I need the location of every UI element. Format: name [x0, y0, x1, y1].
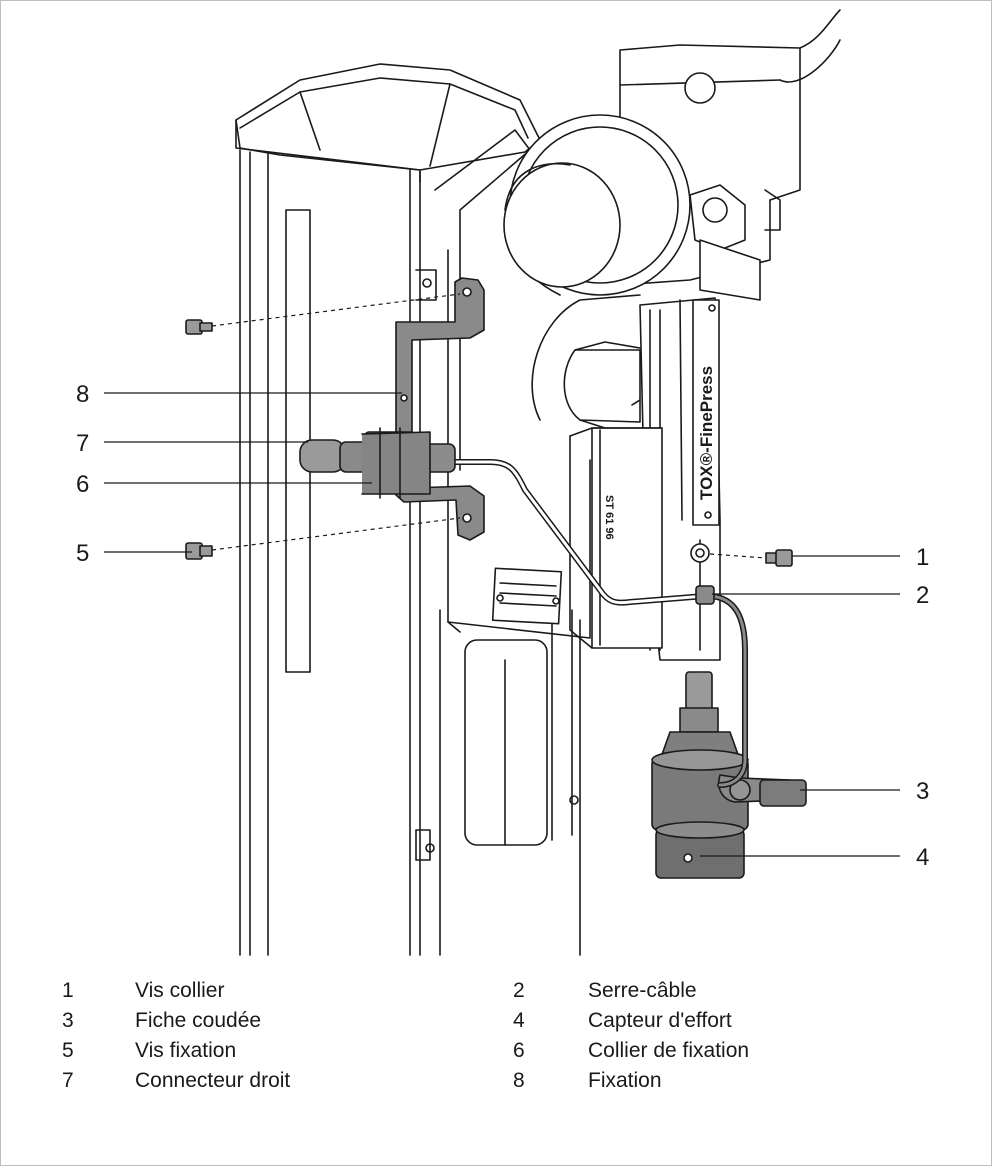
legend-label-2: Serre-câble	[588, 979, 697, 1002]
legend-num-7: 7	[62, 1069, 74, 1092]
legend-num-6: 6	[513, 1039, 525, 1062]
callout-8: 8	[76, 381, 89, 408]
legend-label-5: Vis fixation	[135, 1039, 237, 1062]
fine-press-unit	[569, 297, 721, 661]
callout-5: 5	[76, 540, 89, 567]
screw-left-top	[185, 319, 213, 335]
legend-label-3: Fiche coudée	[135, 1009, 262, 1032]
elbow-plug	[718, 774, 807, 807]
legend-num-4: 4	[513, 1009, 525, 1032]
legend-label-4: Capteur d'effort	[588, 1009, 732, 1032]
drive-dome	[503, 9, 841, 301]
legend-label-1: Vis collier	[135, 979, 225, 1002]
legend-label-8: Fixation	[588, 1069, 662, 1092]
legend-num-2: 2	[513, 979, 525, 1002]
device-label: TOX®-FinePress	[697, 366, 716, 500]
rear-marking: ST 61 96	[603, 495, 615, 540]
callout-4: 4	[916, 844, 929, 871]
screw-fixation	[185, 542, 213, 560]
legend-label-6: Collier de fixation	[588, 1039, 750, 1062]
nameplate	[491, 567, 563, 625]
fixing-collar	[361, 427, 431, 499]
leader-lines	[104, 392, 900, 857]
legend-num-8: 8	[513, 1069, 525, 1092]
legend-label-7: Connecteur droit	[135, 1069, 291, 1092]
callout-1: 1	[916, 544, 929, 571]
force-sensor	[651, 671, 749, 879]
legend-num-5: 5	[62, 1039, 74, 1062]
callout-7: 7	[76, 430, 89, 457]
callout-6: 6	[76, 471, 89, 498]
callout-3: 3	[916, 778, 929, 805]
press-column	[235, 63, 581, 956]
callout-2: 2	[916, 582, 929, 609]
cable	[452, 459, 748, 788]
mounting-axes	[211, 293, 767, 559]
legend-num-1: 1	[62, 979, 74, 1002]
legend-num-3: 3	[62, 1009, 74, 1032]
main-plate	[434, 129, 641, 639]
